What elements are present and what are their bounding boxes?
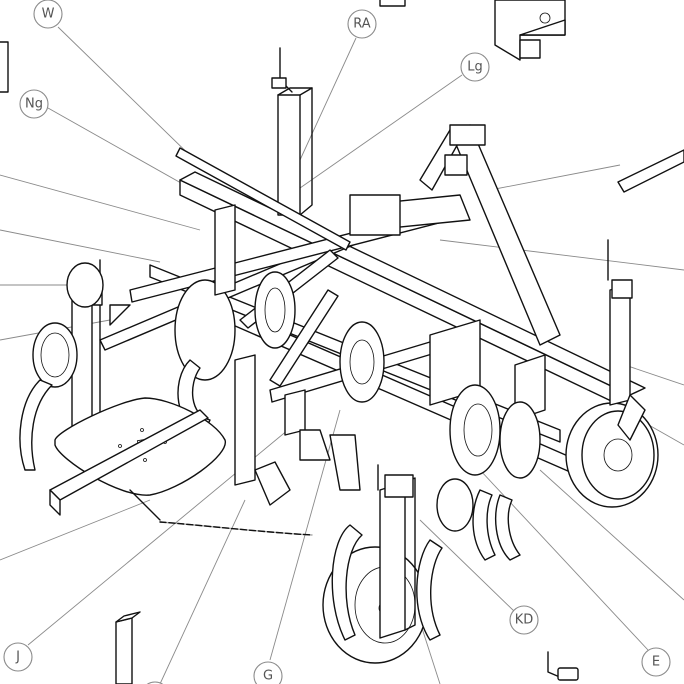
leader-left-1 <box>0 174 201 231</box>
part-bracket-top <box>379 0 566 61</box>
leader-lg <box>289 74 463 196</box>
leader-w <box>57 26 206 171</box>
callout-j-label: J <box>15 650 20 665</box>
front-wheel-assembly <box>322 464 521 664</box>
callout-lg-label: Lg <box>467 60 483 75</box>
centre-left-assembly <box>174 204 361 506</box>
part-post-bottom <box>115 611 141 684</box>
callout-kd: KD <box>509 605 539 635</box>
callout-j: J <box>3 642 33 672</box>
seat-assembly <box>49 397 226 516</box>
leader-kd <box>419 519 516 613</box>
central-disc <box>339 321 385 403</box>
callout-ng: Ng <box>19 89 49 119</box>
leader-right-1 <box>489 164 621 191</box>
leader-j-2 <box>0 499 151 561</box>
right-wheels <box>449 239 659 508</box>
chain <box>129 489 313 536</box>
callout-e-label: E <box>652 655 660 670</box>
callout-w-label: W <box>42 7 55 22</box>
callout-e: E <box>641 647 671 677</box>
leader-left-2 <box>0 229 161 263</box>
callout-g: G <box>253 661 283 684</box>
leader-ra <box>299 37 357 161</box>
leader-right-2 <box>439 239 684 271</box>
part-bar-right <box>617 149 684 193</box>
callout-ra-label: RA <box>353 17 371 32</box>
part-handle-bottom <box>547 651 579 681</box>
callout-ra: RA <box>347 9 377 39</box>
left-post-assembly <box>19 259 131 471</box>
part-frame-left-edge <box>0 41 9 93</box>
callout-lg: Lg <box>460 52 490 82</box>
callout-g-label: G <box>263 669 273 684</box>
callout-w: W <box>33 0 63 29</box>
callout-ng-label: Ng <box>25 97 43 112</box>
leader-bottom <box>159 499 246 684</box>
leader-right-5 <box>539 469 684 601</box>
callout-kd-label: KD <box>515 613 534 628</box>
